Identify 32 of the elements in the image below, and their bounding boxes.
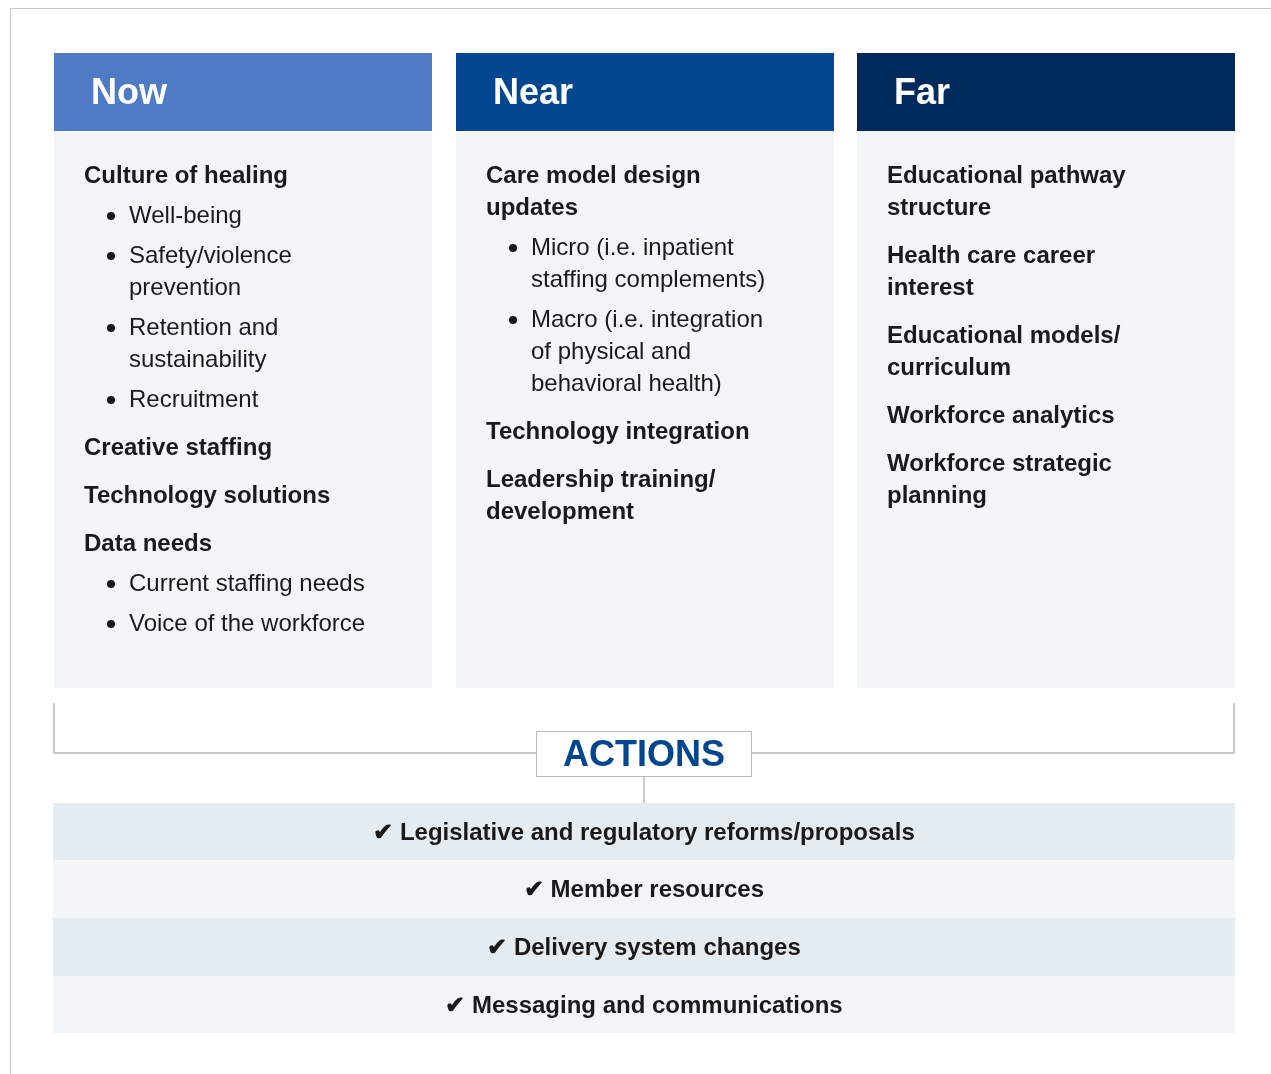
section-heading: Culture of healing: [84, 160, 289, 190]
bullet-item: Well-being: [129, 201, 242, 228]
section-heading: Educational pathway structure: [887, 160, 1127, 222]
column-header: Near: [456, 53, 834, 131]
bullet-item: Micro (i.e. inpatient staffing complements): [531, 233, 766, 292]
column-panel: [456, 53, 834, 688]
bullet-item: Voice of the workforce: [129, 609, 366, 636]
bullet-item: Recruitment: [129, 385, 259, 412]
bullet-item: Retention and sustainability: [129, 313, 279, 372]
bullet-item: Current staffing needs: [129, 569, 365, 596]
column-header: Far: [857, 53, 1235, 131]
action-row: ✔ Member resources: [53, 860, 1235, 918]
connector-line: [643, 776, 645, 804]
column-header: Now: [54, 53, 432, 131]
action-row: ✔ Delivery system changes: [53, 918, 1235, 976]
actions-label-box: ACTIONS: [536, 731, 752, 777]
section-heading: Data needs: [84, 528, 214, 558]
column-panel: [857, 53, 1235, 688]
section-heading: Technology solutions: [84, 480, 332, 510]
bullet-item: Macro (i.e. integration of physical and behavioral health): [531, 305, 764, 396]
action-row: ✔ Legislative and regulatory reforms/proposals: [53, 803, 1235, 860]
section-heading: Technology integration: [486, 416, 751, 446]
section-heading: Health care career interest: [887, 240, 1097, 302]
section-heading: Workforce analytics: [887, 400, 1116, 430]
bullet-item: Safety/violence prevention: [129, 241, 292, 300]
action-row: ✔ Messaging and communications: [53, 976, 1235, 1033]
section-heading: Workforce strategic planning: [887, 448, 1113, 510]
section-heading: Care model design updates: [486, 160, 702, 222]
section-heading: Creative staffing: [84, 432, 274, 462]
column-panel: [54, 53, 432, 688]
section-heading: Educational models/ curriculum: [887, 320, 1122, 382]
section-heading: Leadership training/ development: [486, 464, 717, 526]
